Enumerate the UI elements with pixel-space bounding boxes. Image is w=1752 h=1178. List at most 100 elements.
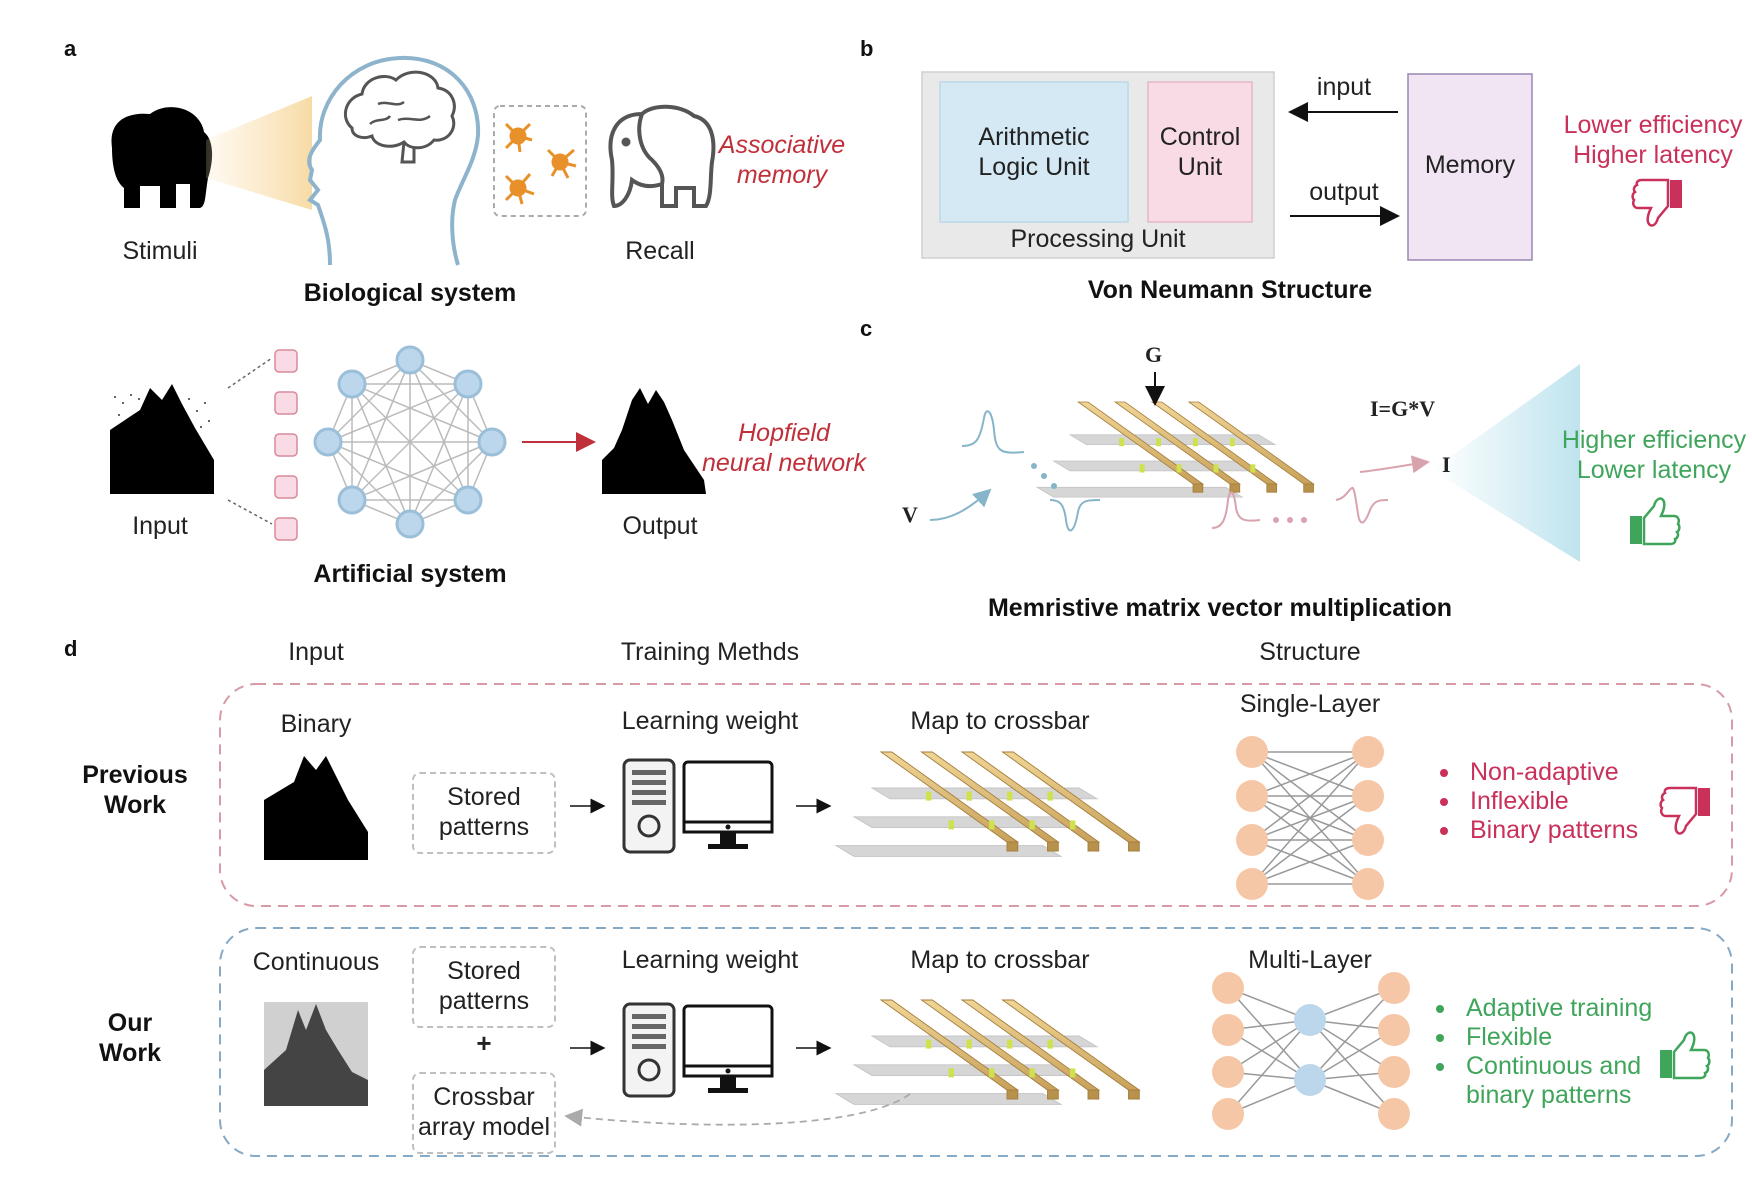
noisy-dots (114, 394, 210, 430)
binary-label: Binary (280, 710, 352, 738)
hidden-node (1294, 1064, 1326, 1096)
network-node (1236, 736, 1268, 768)
previous-work-frame (219, 683, 1733, 907)
neuron-box (493, 105, 587, 217)
binary-input-image (264, 756, 368, 860)
biological-system-title: Biological system (303, 279, 517, 307)
crossbar-array-icon (835, 999, 1140, 1105)
network-edge (1309, 1019, 1395, 1115)
memristive-title: Memristive matrix vector multiplication (987, 594, 1453, 622)
stored-patterns-box (412, 946, 556, 1028)
thumbs-up-icon (1658, 1031, 1711, 1080)
learning-weight-label: Learning weight (621, 707, 799, 735)
alu-box (939, 81, 1129, 223)
network-edge (1227, 1029, 1311, 1081)
network-node (1236, 868, 1268, 900)
single-layer-network (1236, 736, 1384, 900)
von-neumann-title: Von Neumann Structure (1087, 276, 1373, 304)
memory-label: Memory (1424, 151, 1516, 179)
network-edge (1227, 1019, 1311, 1115)
computer-tower-icon (622, 758, 774, 854)
panel-label-c: c (860, 316, 873, 341)
our-work-benefits: Adaptive training Flexible Continuous an… (1434, 994, 1652, 1110)
light-beam (206, 96, 312, 210)
network-node (1236, 824, 1268, 856)
crossbar-model-box (412, 1072, 556, 1154)
network-edge (1251, 751, 1369, 797)
processing-unit-label: Processing Unit (1010, 225, 1186, 253)
crossbar-array-icon (835, 751, 1140, 857)
network-node (1212, 1014, 1244, 1046)
single-layer-label: Single-Layer (1239, 690, 1381, 718)
thumbs-up-icon (1628, 497, 1681, 546)
memory-box (1407, 73, 1533, 261)
control-unit-box (1147, 81, 1253, 223)
network-node (1212, 1056, 1244, 1088)
input-nodes (274, 349, 298, 541)
thumbs-down-icon (1659, 786, 1710, 835)
v-label: V (902, 502, 918, 527)
hopfield-node (337, 485, 367, 515)
our-work-frame (219, 927, 1733, 1157)
multi-layer-label: Multi-Layer (1248, 946, 1372, 974)
input-arrow-label: input (1316, 73, 1372, 101)
network-node (1352, 736, 1384, 768)
network-edge (1309, 1019, 1395, 1073)
network-node (1352, 824, 1384, 856)
equation-label: I=G*V (1370, 396, 1436, 421)
network-node (1378, 1014, 1410, 1046)
neuron-icon (504, 122, 577, 205)
network-edge (1309, 1029, 1395, 1081)
hopfield-node (477, 427, 507, 457)
output-cone (1432, 364, 1580, 562)
network-node (1352, 780, 1384, 812)
network-edge (1227, 987, 1311, 1081)
map-to-crossbar-label: Map to crossbar (910, 707, 1090, 735)
hopfield-node (395, 345, 425, 375)
output-arrow-label: output (1309, 178, 1379, 206)
panel-label-a: a (64, 36, 77, 61)
column-input-header: Input (288, 638, 344, 666)
stored-patterns-box (412, 772, 556, 854)
network-node (1378, 972, 1410, 1004)
network-edge (1251, 751, 1369, 885)
network-node (1378, 1056, 1410, 1088)
computer-tower-icon (622, 1002, 774, 1098)
network-edge (1251, 751, 1369, 841)
network-node (1352, 868, 1384, 900)
continuous-input-image (264, 1002, 368, 1106)
artificial-system-title: Artificial system (313, 560, 507, 588)
hopfield-edge (351, 383, 469, 501)
stimuli-label: Stimuli (122, 237, 198, 265)
network-node (1212, 1098, 1244, 1130)
network-edge (1227, 1019, 1311, 1073)
head-brain-icon (307, 55, 481, 266)
panel-label-d: d (64, 636, 78, 661)
network-edge (1251, 839, 1369, 885)
panel-label-b: b (860, 36, 874, 61)
continuous-label: Continuous (252, 948, 380, 976)
hopfield-edge (351, 383, 493, 443)
multi-layer-network (1212, 972, 1410, 1130)
thumbs-down-icon (1631, 178, 1682, 227)
input-label: Input (132, 512, 188, 540)
column-structure-header: Structure (1259, 638, 1361, 666)
noisy-input-image (110, 384, 214, 494)
hopfield-node (313, 427, 343, 457)
hopfield-edge (351, 383, 411, 525)
elephant-outline-icon (608, 104, 716, 209)
i-label: I (1442, 452, 1451, 477)
learning-weight-label: Learning weight (621, 946, 799, 974)
